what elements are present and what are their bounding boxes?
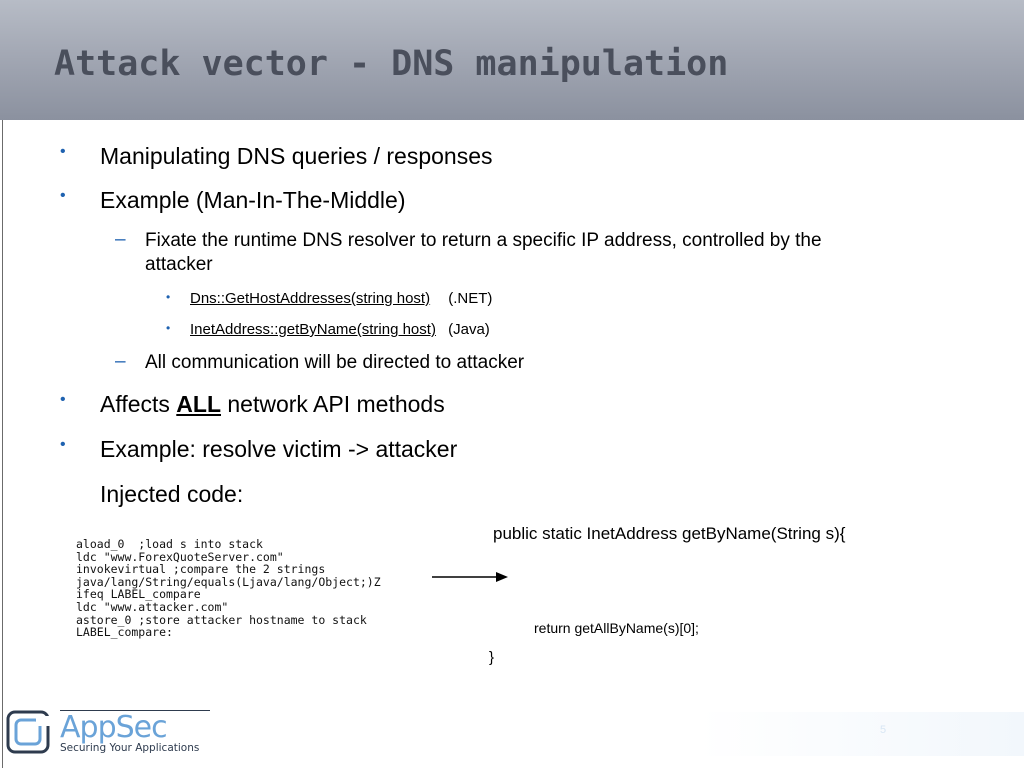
bullet-marker: • (166, 290, 171, 304)
bullet-text: Injected code: (100, 481, 244, 507)
sub-bullet-continuation: attacker (145, 254, 213, 276)
bullet-emphasis: ALL (176, 391, 221, 417)
dash-marker: – (115, 351, 126, 372)
bytecode-line: ldc "www.attacker.com" (76, 599, 229, 614)
bytecode-line: invokevirtual ;compare the 2 strings (76, 562, 326, 577)
java-method-signature: public static InetAddress getByName(Stri… (493, 524, 846, 543)
arrow-icon (432, 572, 508, 582)
bytecode-line: aload_0 ;load s into stack (76, 537, 263, 551)
api-platform-label: (.NET) (448, 290, 493, 307)
api-link-java[interactable]: InetAddress::getByName(string host) (190, 321, 436, 338)
sub-bullet-text: All communication will be directed to at… (145, 352, 525, 373)
sub-sub-bullet-item: • Dns::GetHostAddresses(string host) (.N… (166, 290, 493, 307)
api-link-dotnet[interactable]: Dns::GetHostAddresses(string host) (190, 290, 431, 307)
page-number: 5 (880, 724, 887, 736)
java-closing-brace: } (489, 649, 495, 666)
bullet-text: Example (Man-In-The-Middle) (100, 187, 406, 213)
bytecode-line: ifeq LABEL_compare (76, 587, 201, 602)
java-return-line: return getAllByName(s)[0]; (534, 620, 699, 636)
footer-bar (210, 712, 1024, 756)
bytecode-line: ldc "www.ForexQuoteServer.com" (76, 549, 284, 564)
bullet-text: Example: resolve victim -> attacker (100, 436, 458, 462)
dash-marker: – (115, 229, 126, 250)
logo-wordmark: AppSec (60, 710, 168, 745)
bullet-marker: • (60, 143, 66, 160)
bullet-marker: • (60, 436, 66, 453)
sub-bullet-text: attacker (145, 254, 213, 275)
slide-title: Attack vector - DNS manipulation (54, 44, 729, 84)
slide-header (0, 0, 1024, 120)
sub-sub-bullet-item: • InetAddress::getByName(string host) (J… (166, 321, 490, 338)
bullet-item: • Affects ALL network API methods (60, 391, 445, 418)
appsec-logo-icon (6, 710, 50, 754)
bullet-marker: • (60, 391, 66, 408)
api-platform-label: (Java) (448, 321, 490, 338)
bullet-marker: • (60, 187, 66, 204)
bullet-marker: • (166, 321, 171, 335)
sub-bullet-item: – All communication will be directed to … (115, 351, 525, 374)
appsec-logo: AppSec Securing Your Applications (6, 710, 210, 756)
bullet-text: Manipulating DNS queries / responses (100, 143, 493, 169)
bullet-text-suffix: network API methods (227, 391, 445, 417)
bullet-item: • Manipulating DNS queries / responses (60, 143, 493, 170)
bytecode-line: astore_0 ;store attacker hostname to sta… (76, 612, 367, 627)
bullet-item: • Example: resolve victim -> attacker (60, 436, 458, 463)
bytecode-line: java/lang/String/equals(Ljava/lang/Objec… (76, 574, 381, 589)
bullet-text-prefix: Affects (100, 391, 170, 417)
bullet-continuation: Injected code: (100, 481, 243, 508)
logo-divider (60, 710, 210, 711)
bytecode-line: LABEL_compare: (76, 625, 173, 640)
logo-tagline: Securing Your Applications (60, 742, 200, 754)
bullet-item: • Example (Man-In-The-Middle) (60, 187, 406, 214)
sub-bullet-text: Fixate the runtime DNS resolver to retur… (145, 230, 822, 251)
left-border-line (2, 120, 3, 768)
sub-bullet-item: – Fixate the runtime DNS resolver to ret… (115, 229, 822, 252)
